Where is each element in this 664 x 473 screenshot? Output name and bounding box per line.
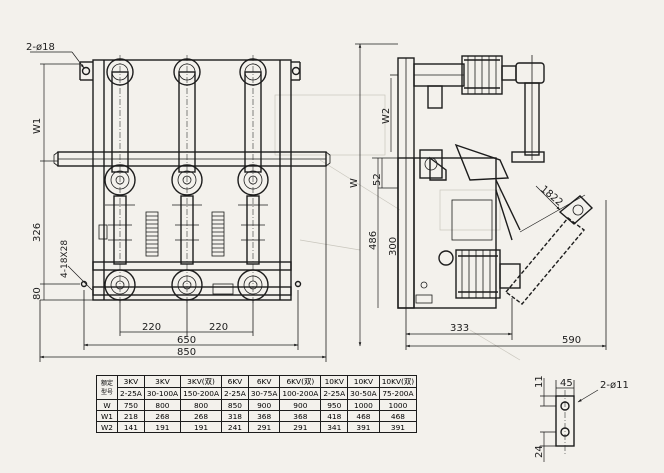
table-cell: 218 bbox=[117, 410, 145, 422]
table-header-current: 2-25A 30-100A 150-200A 2-25A 30-75A 100-… bbox=[97, 387, 418, 400]
row-label: W bbox=[96, 399, 118, 411]
mount-hole-icon bbox=[291, 66, 301, 76]
col-current: 75-200A bbox=[378, 387, 418, 400]
dim-850: 850 bbox=[177, 347, 196, 358]
dim-w2: W2 bbox=[381, 108, 392, 124]
dim-1822: 1822 bbox=[538, 184, 565, 209]
dim-52: 52 bbox=[372, 173, 383, 186]
dim-24: 24 bbox=[534, 445, 545, 458]
dim-220-left: 220 bbox=[142, 322, 161, 333]
table-cell: 391 bbox=[347, 421, 380, 433]
detail-hole-icon bbox=[560, 401, 570, 411]
slot-callout-label: 4-18X28 bbox=[60, 240, 70, 278]
col-voltage: 3KV(双) bbox=[180, 375, 223, 388]
dim-45: 45 bbox=[560, 378, 573, 389]
table-cell: 418 bbox=[320, 410, 349, 422]
mount-hole-icon bbox=[81, 66, 91, 76]
corner-top: 额定 bbox=[100, 379, 113, 387]
table-cell: 900 bbox=[279, 399, 322, 411]
table-cell: 800 bbox=[143, 399, 182, 411]
row-label: W1 bbox=[96, 410, 118, 422]
detail-hole-callout: 2-ø11 bbox=[600, 380, 629, 391]
detail-hole-icon bbox=[560, 427, 570, 437]
fuse-column-middle bbox=[171, 55, 203, 305]
upper-insulator-icon bbox=[461, 55, 503, 95]
table-cell: 368 bbox=[279, 410, 322, 422]
corner-bottom: 型号 bbox=[100, 388, 113, 396]
table-cell: 800 bbox=[180, 399, 223, 411]
dim-486: 486 bbox=[368, 231, 379, 250]
col-current: 100-200A bbox=[279, 387, 322, 400]
fuse-column-left bbox=[104, 55, 136, 305]
table-cell: 1000 bbox=[347, 399, 380, 411]
table-cell: 750 bbox=[117, 399, 145, 411]
dim-300: 300 bbox=[388, 237, 399, 256]
col-current: 2-25A bbox=[320, 387, 349, 400]
table-cell: 191 bbox=[143, 421, 182, 433]
fuse-column-right bbox=[237, 55, 269, 305]
col-current: 30-50A bbox=[347, 387, 380, 400]
spring-icon bbox=[211, 211, 225, 257]
hole-callout-label: 2-ø18 bbox=[26, 42, 55, 53]
dim-w: W bbox=[349, 178, 360, 188]
spring-icon bbox=[145, 211, 159, 257]
dim-650: 650 bbox=[177, 335, 196, 346]
col-voltage: 10KV bbox=[347, 375, 380, 388]
table-cell: 900 bbox=[247, 399, 281, 411]
table-row: W2 141 191 191 241 291 291 341 391 391 bbox=[96, 421, 418, 433]
lower-cross-beam bbox=[92, 261, 292, 271]
col-current: 2-25A bbox=[117, 387, 145, 400]
col-voltage: 3KV bbox=[143, 375, 182, 388]
table-cell: 368 bbox=[247, 410, 281, 422]
swing-out-fuse bbox=[504, 194, 594, 305]
table-cell: 1000 bbox=[378, 399, 418, 411]
front-view: 2-ø18 4-18X28 W1 326 80 220 220 650 850 bbox=[26, 42, 331, 362]
table-cell: 850 bbox=[221, 399, 249, 411]
col-current: 30-75A bbox=[247, 387, 281, 400]
table-cell: 268 bbox=[143, 410, 182, 422]
col-current: 2-25A bbox=[221, 387, 249, 400]
table-cell: 241 bbox=[221, 421, 249, 433]
table-cell: 141 bbox=[117, 421, 145, 433]
table-cell: 318 bbox=[221, 410, 249, 422]
col-current: 150-200A bbox=[180, 387, 223, 400]
col-voltage: 3KV bbox=[117, 375, 145, 388]
mount-plate-detail: 11 45 2-ø11 24 bbox=[534, 375, 629, 462]
table-cell: 191 bbox=[180, 421, 223, 433]
side-view: 1822 W W2 52 486 300 333 590 bbox=[349, 43, 607, 350]
table-cell: 341 bbox=[320, 421, 349, 433]
col-voltage: 6KV bbox=[247, 375, 281, 388]
table-cell: 950 bbox=[320, 399, 349, 411]
table-cell: 268 bbox=[180, 410, 223, 422]
lower-insulator-icon bbox=[438, 249, 501, 299]
dim-333: 333 bbox=[450, 323, 469, 334]
table-row: W 750 800 800 850 900 900 950 1000 1000 bbox=[96, 399, 418, 411]
table-corner-cell: 额定 型号 bbox=[96, 375, 118, 400]
table-cell: 291 bbox=[279, 421, 322, 433]
col-voltage: 6KV(双) bbox=[279, 375, 322, 388]
dim-w1: W1 bbox=[32, 118, 43, 134]
table-cell: 391 bbox=[378, 421, 418, 433]
table-cell: 468 bbox=[378, 410, 418, 422]
col-voltage: 6KV bbox=[221, 375, 249, 388]
side-housing bbox=[397, 157, 497, 309]
col-voltage: 10KV(双) bbox=[378, 375, 418, 388]
dim-80: 80 bbox=[32, 287, 43, 300]
dim-11: 11 bbox=[534, 375, 545, 388]
dim-590: 590 bbox=[562, 335, 581, 346]
dim-326: 326 bbox=[32, 223, 43, 242]
table-header-voltage: 额定 型号 3KV 3KV 3KV(双) 6KV 6KV 6KV(双) 10KV… bbox=[96, 375, 418, 400]
row-label: W2 bbox=[96, 421, 118, 433]
table-cell: 291 bbox=[247, 421, 281, 433]
dim-220-right: 220 bbox=[209, 322, 228, 333]
col-current: 30-100A bbox=[143, 387, 182, 400]
col-voltage: 10KV bbox=[320, 375, 349, 388]
table-cell: 468 bbox=[347, 410, 380, 422]
spec-table: 额定 型号 3KV 3KV 3KV(双) 6KV 6KV 6KV(双) 10KV… bbox=[96, 375, 418, 433]
table-row: W1 218 268 268 318 368 368 418 468 468 bbox=[96, 410, 418, 422]
